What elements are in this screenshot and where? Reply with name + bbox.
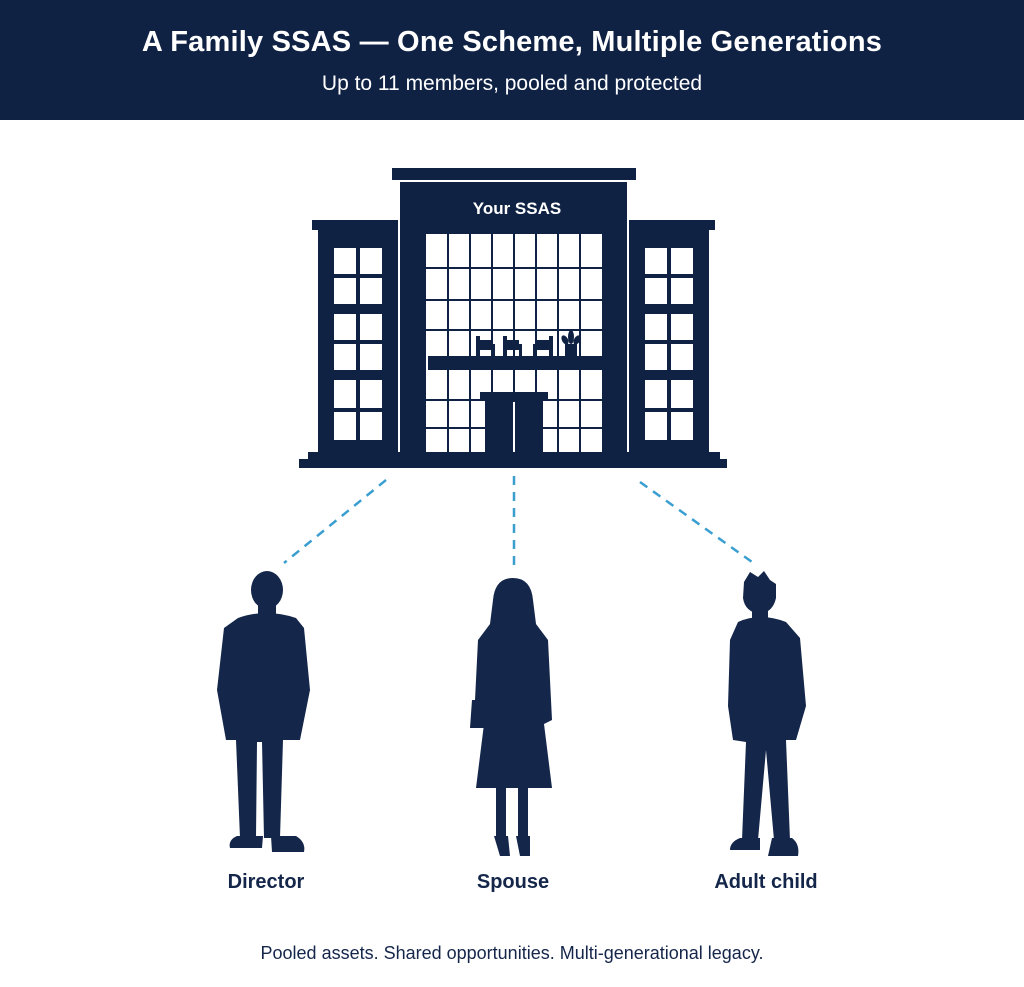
connector-adult-child bbox=[639, 480, 753, 564]
connector-lines bbox=[283, 476, 753, 567]
bag-strap-icon bbox=[480, 627, 496, 701]
page-title: A Family SSAS — One Scheme, Multiple Gen… bbox=[141, 26, 883, 58]
header-banner: A Family SSAS — One Scheme, Multiple Gen… bbox=[0, 0, 1024, 120]
mezzanine-floor bbox=[428, 356, 602, 370]
left-wing-mullions bbox=[334, 248, 382, 440]
director-person-icon bbox=[217, 571, 310, 852]
spouse-person-icon bbox=[470, 578, 552, 856]
page-subtitle: Up to 11 members, pooled and protected bbox=[321, 72, 703, 95]
right-wing-mullions bbox=[645, 248, 693, 440]
footer-tagline: Pooled assets. Shared opportunities. Mul… bbox=[260, 943, 764, 963]
plant-icon bbox=[561, 330, 581, 356]
adult-child-person-icon bbox=[728, 571, 806, 856]
member-label-spouse: Spouse bbox=[476, 871, 550, 893]
chair-icon bbox=[476, 336, 553, 356]
entrance-canopy bbox=[480, 392, 548, 400]
member-label-director: Director bbox=[227, 871, 305, 893]
connector-director bbox=[283, 479, 387, 564]
member-label-adult-child: Adult child bbox=[714, 871, 818, 893]
building-sign: Your SSAS bbox=[473, 199, 561, 218]
